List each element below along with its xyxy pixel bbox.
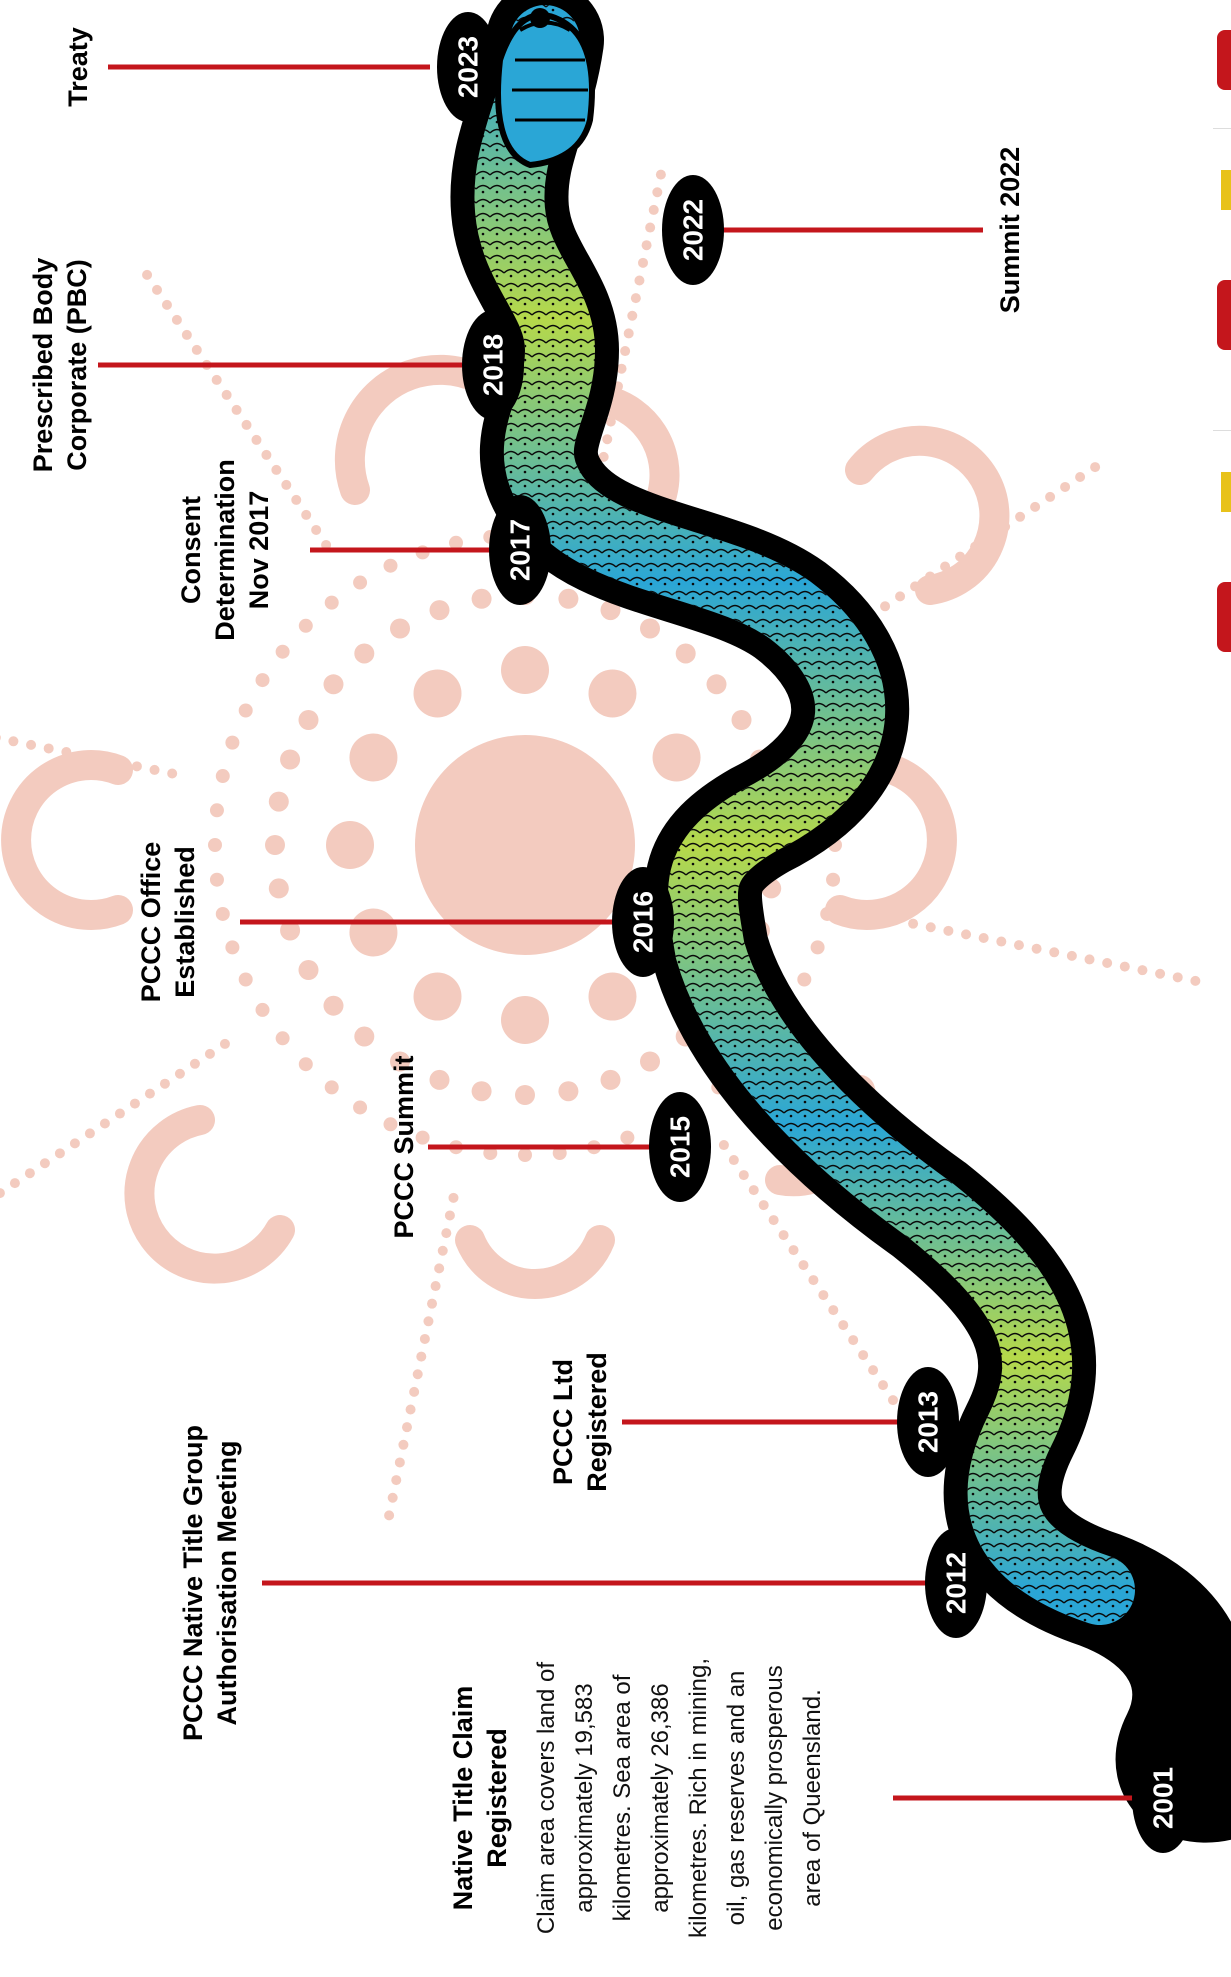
- event-label-line: Summit 2022: [993, 110, 1027, 350]
- flag-fragment-icon: [1217, 582, 1231, 652]
- flag-fragment-icon: [1221, 170, 1231, 210]
- year-badge-text-2013: 2013: [913, 1391, 944, 1453]
- flag-fragment-icon: [1217, 280, 1231, 350]
- year-badge-text-2023: 2023: [453, 36, 484, 98]
- event-label-line: PCCC Summit: [387, 1047, 421, 1247]
- event-label-line: PCCC Office: [134, 792, 168, 1052]
- event-label-line: Corporate (PBC): [60, 225, 94, 505]
- event-label-2023: Treaty: [61, 0, 95, 197]
- flag-fragment-icon: [1217, 30, 1231, 90]
- claim-description-line: approximately 19,583: [566, 1628, 604, 1968]
- right-edge-panel-middle: [1213, 130, 1231, 431]
- right-edge-panel-top: [1213, 0, 1231, 129]
- event-label-line: Treaty: [61, 0, 95, 197]
- event-label-line: Determination: [208, 410, 242, 690]
- year-badge-text-2018: 2018: [478, 334, 509, 396]
- claim-description-line: kilometres. Rich in mining,: [680, 1628, 718, 1968]
- claim-description-line: area of Queensland.: [794, 1628, 832, 1968]
- year-badge-text-2022: 2022: [678, 199, 709, 261]
- year-badge-text-2012: 2012: [941, 1552, 972, 1614]
- claim-description-line: oil, gas reserves and an: [718, 1628, 756, 1968]
- event-label-line: Authorisation Meeting: [210, 1383, 244, 1783]
- event-label-line: Consent: [174, 410, 208, 690]
- event-label-line: Established: [168, 792, 202, 1052]
- event-label-2015: PCCC Summit: [387, 1047, 421, 1247]
- event-label-line: Registered: [480, 1628, 514, 1968]
- claim-description-line: economically prosperous: [756, 1628, 794, 1968]
- year-badge-text-2015: 2015: [665, 1116, 696, 1178]
- claim-description-line: kilometres. Sea area of: [604, 1628, 642, 1968]
- flag-fragment-icon: [1221, 472, 1231, 512]
- event-label-2022: Summit 2022: [993, 110, 1027, 350]
- claim-description-line: approximately 26,386: [642, 1628, 680, 1968]
- event-label-line: Nov 2017: [242, 410, 276, 690]
- event-label-line: Prescribed Body: [26, 225, 60, 505]
- event-label-line: PCCC Native Title Group: [176, 1383, 210, 1783]
- event-label-line: PCCC Ltd: [546, 1292, 580, 1552]
- claim-description-line: Claim area covers land of: [528, 1628, 566, 1968]
- year-badge-text-2001: 2001: [1148, 1767, 1179, 1829]
- event-label-line: Native Title Claim: [446, 1628, 480, 1968]
- year-badge-text-2016: 2016: [628, 891, 659, 953]
- event-label-line: Registered: [580, 1292, 614, 1552]
- year-badge-text-2017: 2017: [505, 519, 536, 581]
- right-edge-panel-bottom: [1213, 432, 1231, 692]
